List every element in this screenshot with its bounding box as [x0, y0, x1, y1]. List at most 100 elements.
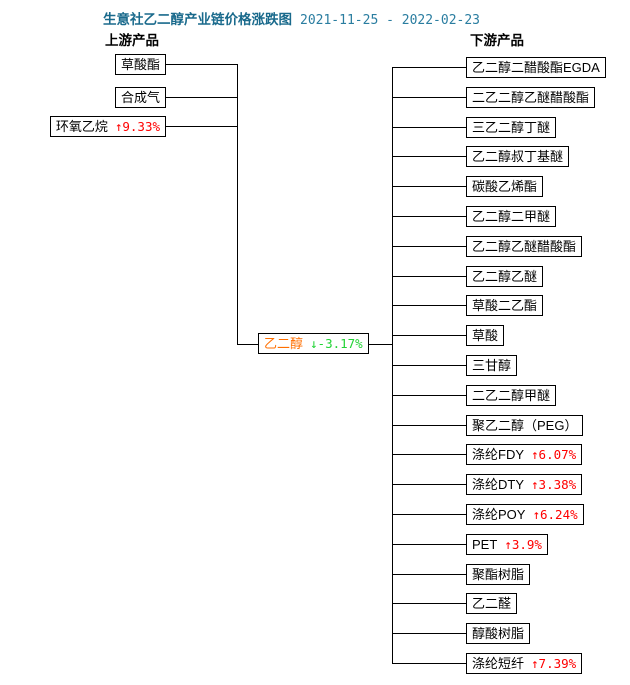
downstream-row: PET↑3.9% [392, 533, 630, 564]
connector-line [392, 662, 466, 664]
product-label: 草酸酯 [120, 57, 160, 72]
downstream-row: 草酸二乙酯 [392, 295, 630, 325]
downstream-node[interactable]: 涤纶FDY ↑6.07% [466, 444, 583, 466]
downstream-node[interactable]: 乙二醛 [466, 593, 518, 615]
connector-line [166, 64, 237, 65]
connector-line [392, 126, 466, 128]
product-label: 乙二醇叔丁基醚 [472, 149, 564, 165]
product-label: 乙二醇乙醚醋酸酯 [472, 238, 577, 254]
downstream-row: 二乙二醇乙醚醋酸酯 [392, 86, 630, 117]
product-label: 二乙二醇乙醚醋酸酯 [472, 89, 590, 105]
downstream-row: 乙二醇二甲醚 [392, 205, 630, 236]
downstream-node[interactable]: 醇酸树脂 [466, 623, 531, 645]
node-ethylene-glycol[interactable]: 乙二醇↓-3.17% [258, 333, 369, 354]
up-arrow-change: ↑9.33% [114, 119, 160, 134]
product-label: 环氧乙烷 [55, 119, 108, 134]
node-oxalate-ester[interactable]: 草酸酯 [114, 54, 166, 75]
downstream-row: 醇酸树脂 [392, 623, 630, 653]
product-label: 涤纶POY [472, 506, 526, 522]
downstream-node[interactable]: 乙二醇乙醚 [466, 265, 544, 287]
downstream-node[interactable]: 二乙二醇甲醚 [466, 384, 557, 406]
downstream-node[interactable]: 聚酯树脂 [466, 563, 531, 585]
downstream-node[interactable]: 乙二醇叔丁基醚 [466, 146, 570, 168]
product-label: 乙二醇乙醚 [472, 268, 538, 284]
product-label: 涤纶短纤 [472, 655, 525, 671]
product-label: 涤纶FDY [472, 447, 525, 463]
downstream-row: 二乙二醇甲醚 [392, 384, 630, 415]
connector-line [392, 603, 466, 605]
downstream-node[interactable]: 涤纶POY↑6.24% [466, 503, 584, 525]
product-label: 二乙二醇甲醚 [472, 387, 551, 403]
title-date-range: 2021-11-25 - 2022-02-23 [300, 13, 481, 28]
product-label: 涤纶DTY [472, 477, 525, 493]
product-label: 乙二醇 [264, 336, 304, 351]
product-label: PET [472, 536, 498, 552]
product-label: 乙二醛 [472, 596, 512, 612]
downstream-column: 乙二醇二醋酸酯EGDA 二乙二醇乙醚醋酸酯 三乙二醇丁醚 乙二醇叔丁基醚 碳酸乙… [392, 57, 630, 683]
connector-line [392, 156, 466, 158]
page-title-text: 生意社乙二醇产业链价格涨跌图 [103, 12, 292, 27]
up-arrow-change: ↑6.07% [531, 447, 577, 463]
downstream-row: 涤纶POY↑6.24% [392, 503, 630, 534]
connector-line [392, 424, 466, 426]
connector-line [166, 126, 237, 127]
header-upstream: 上游产品 [105, 33, 159, 48]
downstream-row: 涤纶短纤 ↑7.39% [392, 652, 630, 683]
downstream-row: 碳酸乙烯酯 [392, 176, 630, 206]
connector-line [392, 633, 466, 635]
downstream-row: 三甘醇 [392, 354, 630, 385]
product-label: 三甘醇 [472, 357, 512, 373]
downstream-row: 乙二醇乙醚 [392, 265, 630, 296]
connector-line [392, 186, 466, 188]
downstream-node[interactable]: 乙二醇乙醚醋酸酯 [466, 235, 583, 257]
connector-line [392, 335, 466, 337]
connector-line [392, 513, 466, 515]
downstream-row: 涤纶DTY ↑3.38% [392, 474, 630, 504]
page-title: 生意社乙二醇产业链价格涨跌图 2021-11-25 - 2022-02-23 [103, 8, 480, 28]
product-label: 碳酸乙烯酯 [472, 179, 538, 195]
product-label: 草酸 [472, 328, 499, 344]
downstream-row: 草酸 [392, 325, 630, 355]
product-label: 聚酯树脂 [472, 566, 525, 582]
node-ethylene-oxide[interactable]: 环氧乙烷 ↑9.33% [49, 116, 166, 137]
downstream-row: 聚乙二醇（PEG） [392, 414, 630, 445]
product-label: 聚乙二醇（PEG） [472, 417, 578, 433]
product-label: 合成气 [120, 90, 160, 105]
product-label: 三乙二醇丁醚 [472, 119, 551, 135]
downstream-node[interactable]: 草酸二乙酯 [466, 295, 544, 317]
connector-line [392, 67, 466, 68]
downstream-node[interactable]: 草酸 [466, 325, 505, 347]
downstream-node[interactable]: 聚乙二醇（PEG） [466, 414, 584, 436]
downstream-row: 乙二醇二醋酸酯EGDA [392, 57, 630, 87]
header-downstream: 下游产品 [470, 33, 524, 48]
node-syngas[interactable]: 合成气 [114, 87, 166, 108]
downstream-row: 乙二醛 [392, 593, 630, 623]
connector-line [392, 275, 466, 277]
connector-line [392, 245, 466, 247]
connector-line [237, 344, 262, 345]
product-label: 草酸二乙酯 [472, 298, 538, 314]
downstream-node[interactable]: 乙二醇二醋酸酯EGDA [466, 57, 606, 78]
downstream-node[interactable]: 碳酸乙烯酯 [466, 176, 544, 198]
upstream-trunk-line [237, 64, 238, 344]
up-arrow-change: ↑3.38% [531, 477, 577, 493]
downstream-node[interactable]: 乙二醇二甲醚 [466, 205, 557, 227]
connector-line [392, 215, 466, 217]
downstream-node[interactable]: 三甘醇 [466, 354, 518, 376]
product-label: 乙二醇二甲醚 [472, 208, 551, 224]
connector-line [392, 364, 466, 366]
up-arrow-change: ↑7.39% [531, 655, 577, 671]
downstream-node[interactable]: 涤纶DTY ↑3.38% [466, 474, 583, 496]
downstream-row: 乙二醇乙醚醋酸酯 [392, 235, 630, 266]
downstream-node[interactable]: PET↑3.9% [466, 533, 548, 555]
connector-line [392, 573, 466, 575]
connector-line [392, 394, 466, 396]
downstream-node[interactable]: 二乙二醇乙醚醋酸酯 [466, 86, 596, 108]
downstream-row: 三乙二醇丁醚 [392, 116, 630, 147]
product-label: 乙二醇二醋酸酯EGDA [472, 60, 600, 75]
downstream-node[interactable]: 涤纶短纤 ↑7.39% [466, 652, 583, 674]
product-label: 醇酸树脂 [472, 626, 525, 642]
connector-line [166, 97, 237, 98]
downstream-node[interactable]: 三乙二醇丁醚 [466, 116, 557, 138]
